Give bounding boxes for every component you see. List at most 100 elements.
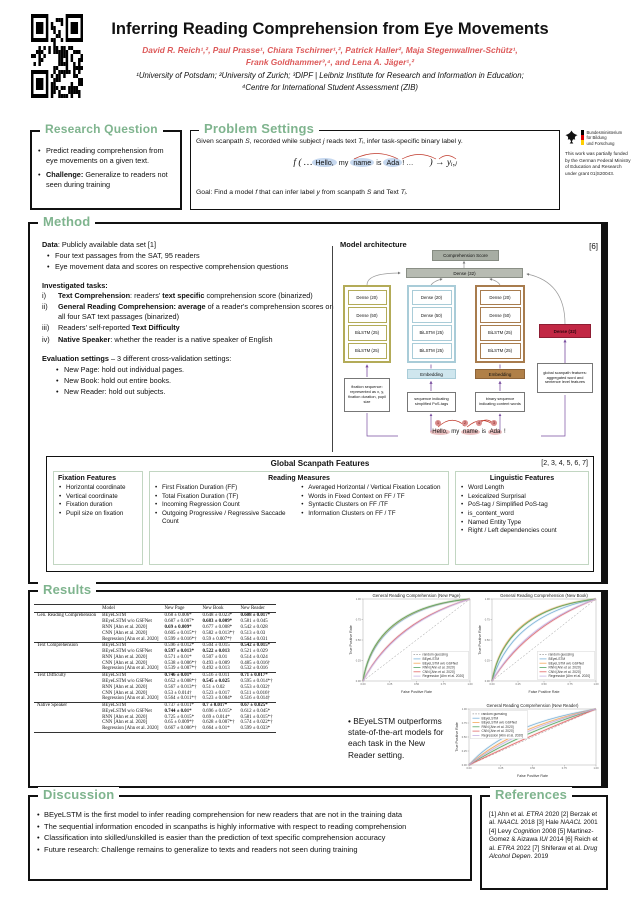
data-line: Data: Publicly available data set [1] <box>42 240 156 249</box>
references-text: [1] Ahn et al. ETRA 2020 [2] Berzak et a… <box>489 811 598 861</box>
discussion-bullet: BEyeLSTM is the first model to infer rea… <box>37 810 464 821</box>
svg-text:BEyeLSTM: BEyeLSTM <box>423 657 440 661</box>
dense-32-box: Dense (32) <box>406 268 523 278</box>
svg-text:True Positive Rate: True Positive Rate <box>455 722 459 751</box>
reading-measures-col2: Averaged Horizontal / Vertical Fixation … <box>300 484 444 527</box>
sentence-word: is <box>480 429 488 435</box>
dense-32-red-box: Dense (32) <box>539 324 591 338</box>
research-question-list: Predict reading comprehension from eye m… <box>38 146 174 190</box>
problem-settings-heading: Problem Settings <box>199 121 320 136</box>
table-row: Regression [Ahn et al. 2020]0.539 ± 0.00… <box>102 666 268 672</box>
svg-text:1.00: 1.00 <box>593 766 599 770</box>
roc-plot-new-reader: General Reading Comprehension (New Reade… <box>454 702 601 791</box>
fixation-branch-stack: Dense (20)Dense (50)BiLSTM (25)BiLSTM (2… <box>343 285 391 363</box>
global-features-caption: global scanpath features: aggregated wor… <box>537 363 593 393</box>
fixation-number-1: 1 <box>435 420 441 426</box>
method-text-column: Data: Publicly available data set [1] Fo… <box>42 240 338 398</box>
comprehension-score-box: Comprehension Score <box>432 250 499 261</box>
layer-box: Dense (50) <box>479 307 521 323</box>
formula-text: ! … <box>402 158 414 167</box>
svg-text:0.75: 0.75 <box>356 618 362 622</box>
svg-text:General Reading Comprehension: General Reading Comprehension (New Reade… <box>487 703 580 708</box>
svg-text:0.50: 0.50 <box>356 638 362 642</box>
layer-box: BiLSTM (25) <box>411 343 452 359</box>
task-number: iii) <box>42 323 50 333</box>
results-heading: Results <box>38 582 97 597</box>
svg-text:0.25: 0.25 <box>515 682 521 686</box>
research-question-item: Challenge: Generalize to readers not see… <box>38 170 174 190</box>
task-item: i) Text Comprehension: readers' text spe… <box>42 291 338 301</box>
architecture-label: Model architecture <box>340 240 407 249</box>
table-row: CNN [Ahn et al. 2020]0.605 ± 0.015*†0.58… <box>102 630 266 636</box>
table-row: CNN [Ahn et al. 2020]0.538 ± 0.006*†0.49… <box>102 660 271 666</box>
research-question-item: Predict reading comprehension from eye m… <box>38 146 174 166</box>
eval-settings-line: Evaluation settings – 3 different cross-… <box>42 353 232 363</box>
qr-code <box>31 14 83 99</box>
svg-text:1.00: 1.00 <box>462 707 468 711</box>
fixation-word-ada: Ada <box>383 158 403 167</box>
formula-text: is <box>374 158 384 167</box>
tasks-list: i) Text Comprehension: readers' text spe… <box>42 291 338 344</box>
feature-item: First Fixation Duration (FF) <box>155 484 292 492</box>
feature-item: Lexicalized Surprisal <box>461 493 584 501</box>
layer-box: Dense (20) <box>411 289 452 305</box>
authors-line-1: David R. Reich¹,², Paul Prasse¹, Chiara … <box>142 45 518 55</box>
feature-item: Vertical coordinate <box>59 493 138 501</box>
table-row: RNN [Ahn et al. 2020]0.725 ± 0.015*0.69 … <box>102 714 273 720</box>
discussion-bullet: Classification into skilled/unskilled is… <box>37 833 464 844</box>
fixation-number-4: 3 <box>491 420 497 426</box>
svg-text:0.00: 0.00 <box>466 766 472 770</box>
svg-text:BEyeLSTM w/o GSFNet: BEyeLSTM w/o GSFNet <box>482 721 518 725</box>
fixation-word-hello: Hello, <box>312 158 337 167</box>
method-heading: Method <box>38 214 96 229</box>
federal-eagle-icon <box>565 130 578 144</box>
svg-text:CNN [Ahn et al. 2020]: CNN [Ahn et al. 2020] <box>423 670 455 674</box>
svg-text:0.00: 0.00 <box>360 682 366 686</box>
funding-block: Bundesministerium für Bildung und Forsch… <box>565 130 631 178</box>
table-row: CNN [Ahn et al. 2020]0.53 ± 0.014†0.523 … <box>102 690 270 696</box>
reading-measures-title: Reading Measures <box>268 475 330 482</box>
svg-text:BEyeLSTM w/o GSFNet: BEyeLSTM w/o GSFNet <box>549 661 585 665</box>
svg-text:CNN [Ahn et al. 2020]: CNN [Ahn et al. 2020] <box>482 729 514 733</box>
data-bullet: Four text passages from the SAT, 95 read… <box>47 251 338 261</box>
svg-text:0.25: 0.25 <box>387 682 393 686</box>
content-word-branch-stack: Dense (20)Dense (50)BiLSTM (25)BiLSTM (2… <box>475 285 525 363</box>
svg-text:Regression [Ahn et al. 2020]: Regression [Ahn et al. 2020] <box>549 674 591 678</box>
svg-text:0.75: 0.75 <box>562 766 568 770</box>
feature-item: Words in Fixed Context on FF / TF <box>301 493 444 501</box>
feature-item: Information Clusters on FF / TF <box>301 510 444 518</box>
task-item: ii) General Reading Comprehension: avera… <box>42 302 338 322</box>
layer-box: BiLSTM (25) <box>347 343 387 359</box>
layer-box: BiLSTM (25) <box>411 325 452 341</box>
svg-text:RNN [Ahn et al. 2020]: RNN [Ahn et al. 2020] <box>549 666 581 670</box>
svg-text:0.25: 0.25 <box>485 659 491 663</box>
feature-item: Fixation duration <box>59 501 138 509</box>
layer-box: Dense (50) <box>411 307 452 323</box>
layer-box: BiLSTM (25) <box>347 325 387 341</box>
funding-note: This work was partially funded by the Ge… <box>565 150 631 177</box>
svg-text:General Reading Comprehension: General Reading Comprehension (New Page) <box>373 593 461 598</box>
table-row: RNN [Ahn et al. 2020]0.571 ± 0.01*0.507 … <box>102 654 268 660</box>
task-number: iv) <box>42 334 50 344</box>
problem-formula: f ( …Hello, my name is Ada! …) → yᵢ,ⱼ <box>191 157 559 168</box>
data-bullet: Eye movement data and scores on respecti… <box>47 262 338 272</box>
sentence-word: Hello, <box>430 429 450 435</box>
task-text: Readers' self-reported Text Difficulty <box>58 323 180 333</box>
embedding-box-pos: Embedding <box>407 369 456 379</box>
svg-text:random guessing: random guessing <box>482 712 507 716</box>
task-number: ii) <box>42 302 48 312</box>
table-row: RNN [Ahn et al. 2020]0.567 ± 0.013*†0.51… <box>102 684 271 690</box>
table-row: Regression [Ahn et al. 2020]0.667 ± 0.00… <box>102 726 271 732</box>
research-question-box: Research Question Predict reading compre… <box>30 122 182 210</box>
model-architecture: Model architecture [6] <box>338 240 600 454</box>
svg-text:RNN [Ahn et al. 2020]: RNN [Ahn et al. 2020] <box>423 666 455 670</box>
discussion-bullet: The sequential information encoded in sc… <box>37 822 464 833</box>
sentence-word: my <box>449 429 461 435</box>
svg-text:False Positive Rate: False Positive Rate <box>529 690 560 694</box>
layer-box: Dense (20) <box>347 289 387 305</box>
pos-sequence-caption: sequence indicating simplified PoS-tags <box>407 392 456 412</box>
